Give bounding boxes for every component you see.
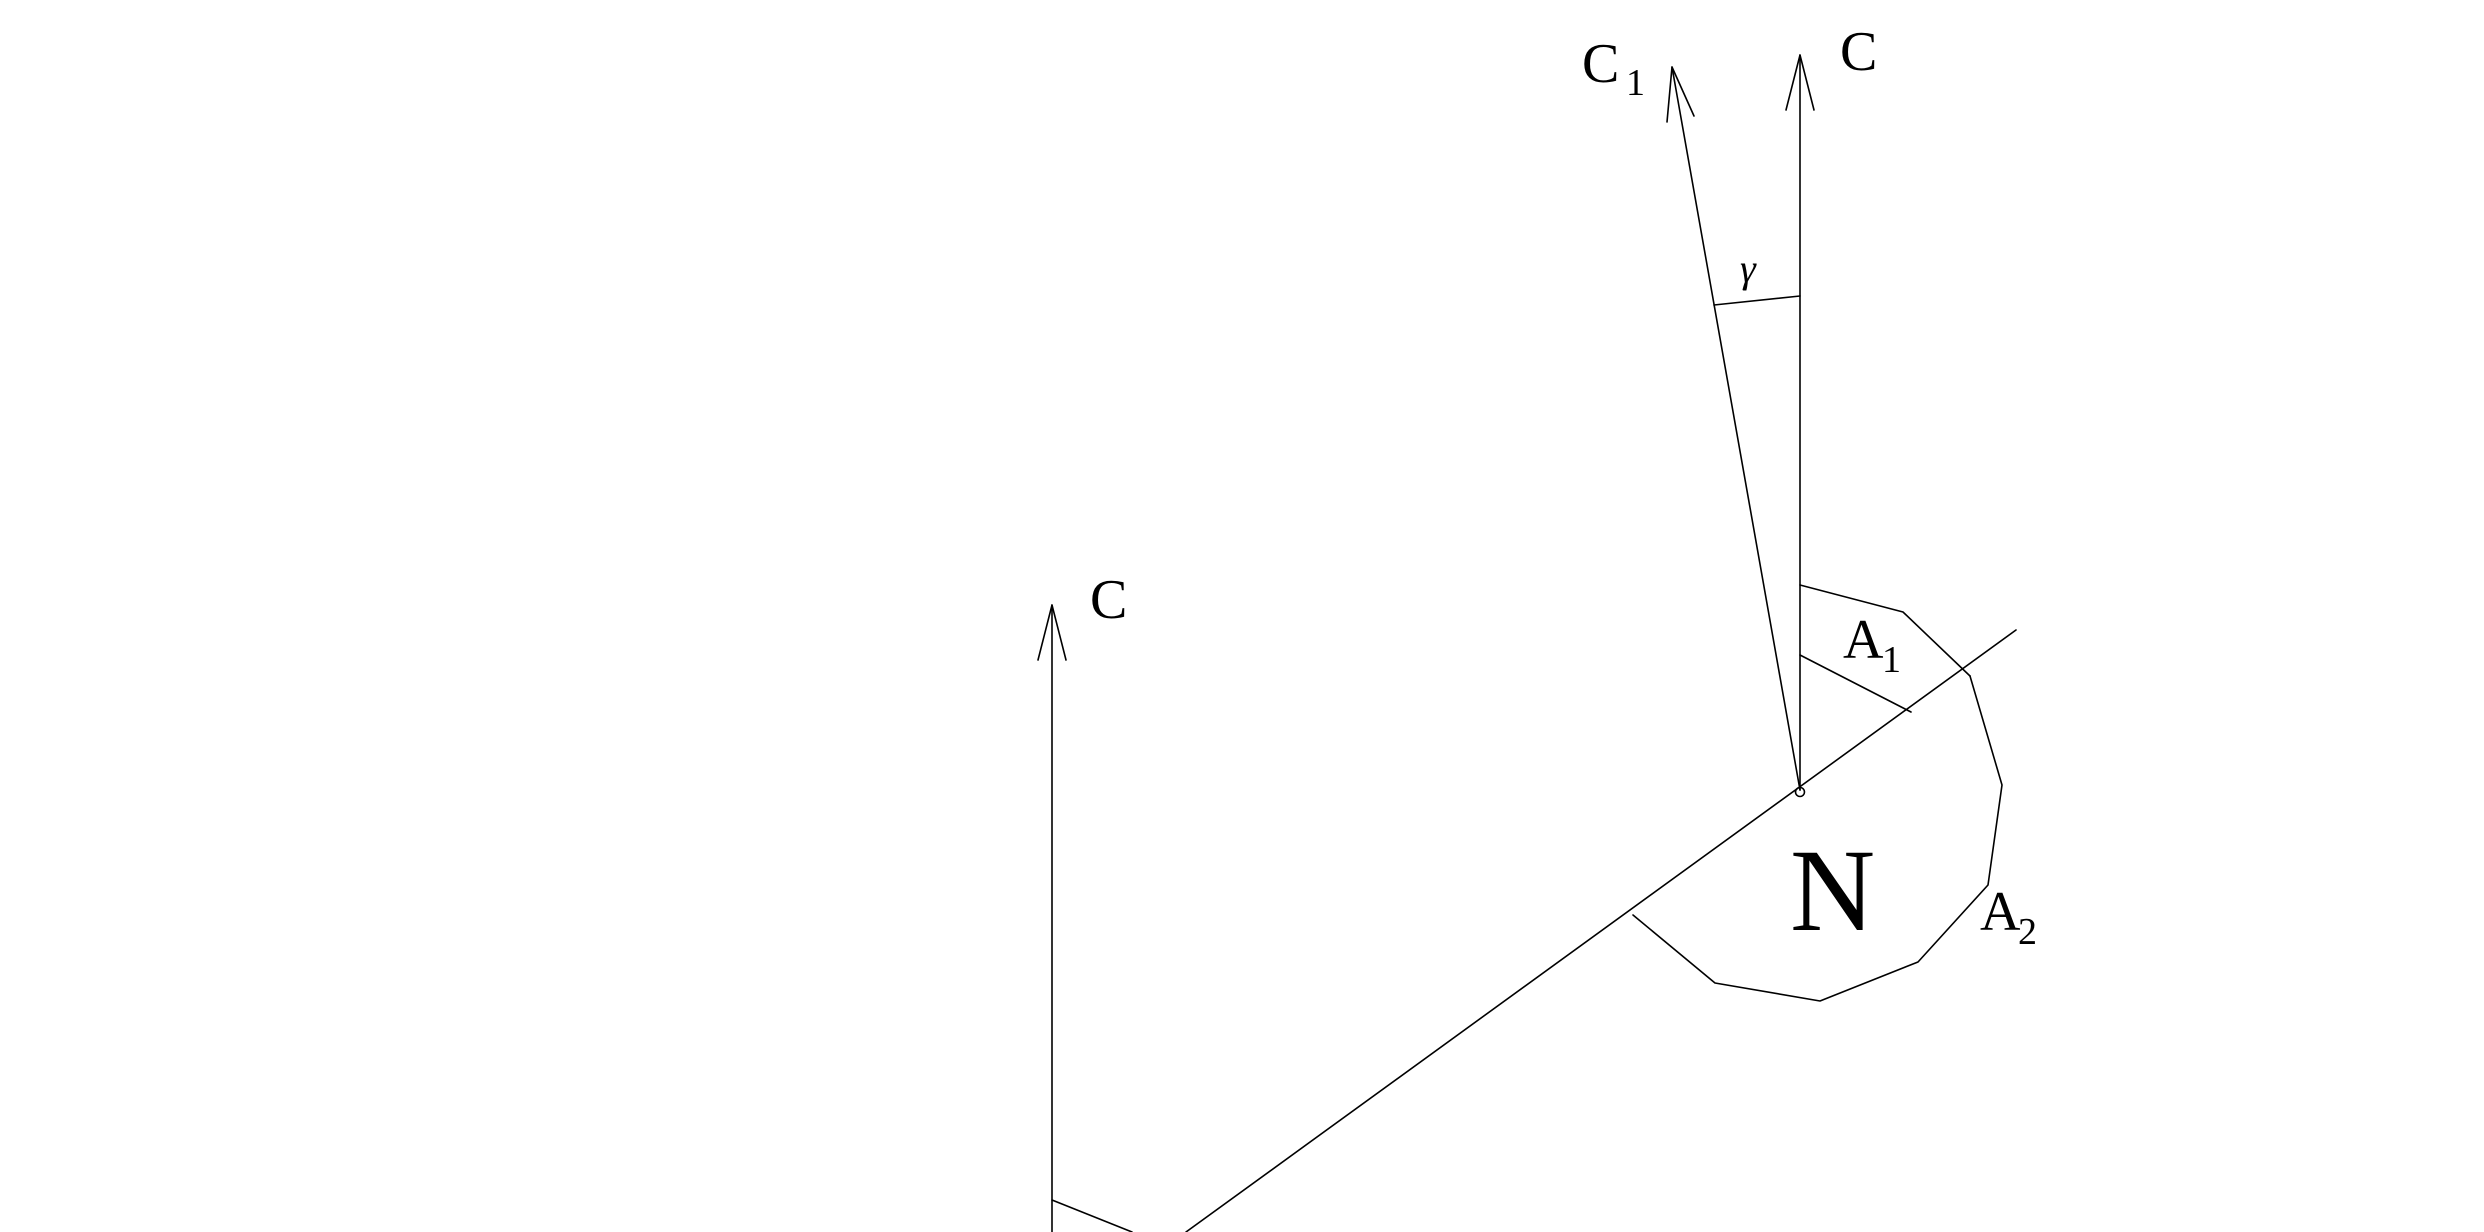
angle-a2-arc <box>1632 675 2003 1002</box>
label-c1-subscript: 1 <box>1626 62 1645 104</box>
axis-c-right <box>1785 54 1815 791</box>
origin-point <box>1794 786 1806 798</box>
axis-c-left <box>1037 604 1067 1232</box>
label-a2: A <box>1980 881 2021 943</box>
axis-c1 <box>1666 66 1801 791</box>
diagonal-line <box>1185 629 2017 1232</box>
bottom-angle-tick <box>1051 1199 1133 1232</box>
angle-a1-arc <box>1799 584 1971 713</box>
label-a2-subscript: 2 <box>2018 911 2037 953</box>
label-gamma: γ <box>1740 246 1757 291</box>
label-n: N <box>1790 825 1875 956</box>
label-c-left: C <box>1090 569 1127 631</box>
label-c-right: C <box>1840 21 1877 83</box>
gamma-angle-chord <box>1713 295 1801 306</box>
label-a1: A <box>1843 609 1884 671</box>
label-c1: C <box>1582 33 1619 95</box>
label-a1-subscript: 1 <box>1882 639 1901 681</box>
